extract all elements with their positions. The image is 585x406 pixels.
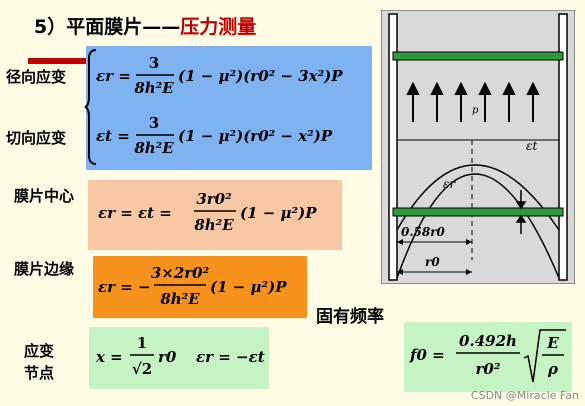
edge-tail: (1 − μ²)P [210, 278, 287, 296]
label-natural-frequency: 固有频率 [316, 307, 384, 327]
tangential-numerator: 3 [149, 114, 159, 132]
center-formula: εr = εt = 3r0² 8h²E (1 − μ²)P [98, 190, 317, 234]
housing-right-wall [558, 13, 568, 281]
watermark: CSDN @Miracle Fan [470, 389, 579, 402]
title-prefix: 5）平面膜片—— [34, 16, 181, 38]
radial-tail: (1 − μ²)(r0² − 3x²)P [178, 67, 343, 85]
freq-sqrt-denominator: ρ [547, 360, 559, 378]
frequency-formula-box [404, 322, 572, 392]
center-formula-box [88, 180, 342, 250]
dim-058-label: 0.58r0 [401, 225, 446, 239]
node-formula-box [89, 327, 269, 389]
radial-denominator: 8h²E [134, 79, 174, 97]
node-x-prefix: x = [95, 348, 123, 366]
pressure-arrows [406, 81, 540, 122]
node-x-tail: r0 [158, 348, 177, 366]
edge-formula-box [93, 256, 307, 318]
pressure-label: p [472, 105, 479, 116]
title-highlight: 压力测量 [180, 16, 257, 38]
edge-formula: εr = − 3×2r0² 8h²E (1 − μ²)P [98, 264, 287, 308]
tangential-tail: (1 − μ²)(r0² − x²)P [178, 127, 333, 145]
housing-left-wall [388, 13, 398, 281]
label-edge: 膜片边缘 [14, 260, 75, 278]
edge-numerator: 3×2r0² [151, 264, 210, 282]
freq-denominator: r0² [476, 360, 501, 378]
tangential-denominator: 8h²E [134, 139, 174, 157]
strain-formula-box [86, 46, 372, 170]
edge-prefix: εr = − [98, 278, 151, 296]
dim-r0-label: r0 [425, 255, 440, 269]
label-node-line2: 节点 [24, 364, 55, 382]
node-x-numerator: 1 [137, 334, 147, 352]
membrane-diagram: p εt εr 0.58r0 r0 [381, 10, 575, 284]
title-underline-bar [28, 58, 90, 64]
eps-t-label: εt [526, 139, 537, 153]
radial-prefix: εr = [96, 67, 131, 85]
label-node-line1: 应变 [24, 342, 55, 360]
freq-prefix: f0 = [409, 346, 445, 364]
frequency-formula: f0 = 0.492h r0² E ρ [409, 329, 566, 383]
label-center: 膜片中心 [14, 187, 75, 205]
edge-denominator: 8h²E [160, 290, 200, 308]
sqrt-icon [523, 329, 566, 383]
label-tangential-strain: 切向应变 [6, 129, 67, 147]
center-prefix: εr = εt = [98, 204, 172, 222]
center-denominator: 8h²E [194, 216, 234, 234]
node-eps-relation: εr = −εt [196, 348, 265, 366]
center-numerator: 3r0² [196, 190, 232, 208]
eps-r-curve [396, 173, 560, 279]
membrane-bottom [392, 207, 564, 217]
freq-numerator: 0.492h [459, 332, 517, 350]
node-x-denominator: √2 [132, 360, 152, 378]
tangential-prefix: εt = [96, 127, 130, 145]
center-tail: (1 − μ²)P [240, 204, 317, 222]
brace-icon [84, 49, 97, 165]
radial-numerator: 3 [149, 54, 159, 72]
freq-sqrt-numerator: E [546, 334, 559, 352]
strain-formulas: εr = 3 8h²E (1 − μ²)(r0² − 3x²)P εt = 3 … [96, 54, 343, 157]
slide-title: 5）平面膜片——压力测量 [34, 12, 256, 39]
diagram-background [381, 10, 575, 284]
membrane-top [392, 51, 564, 61]
node-formula: x = 1 √2 r0 εr = −εt [95, 334, 265, 378]
eps-t-curve [396, 164, 560, 231]
thickness-arrows [515, 190, 527, 234]
eps-r-label: εr [443, 177, 456, 191]
label-radial-strain: 径向应变 [6, 68, 67, 86]
